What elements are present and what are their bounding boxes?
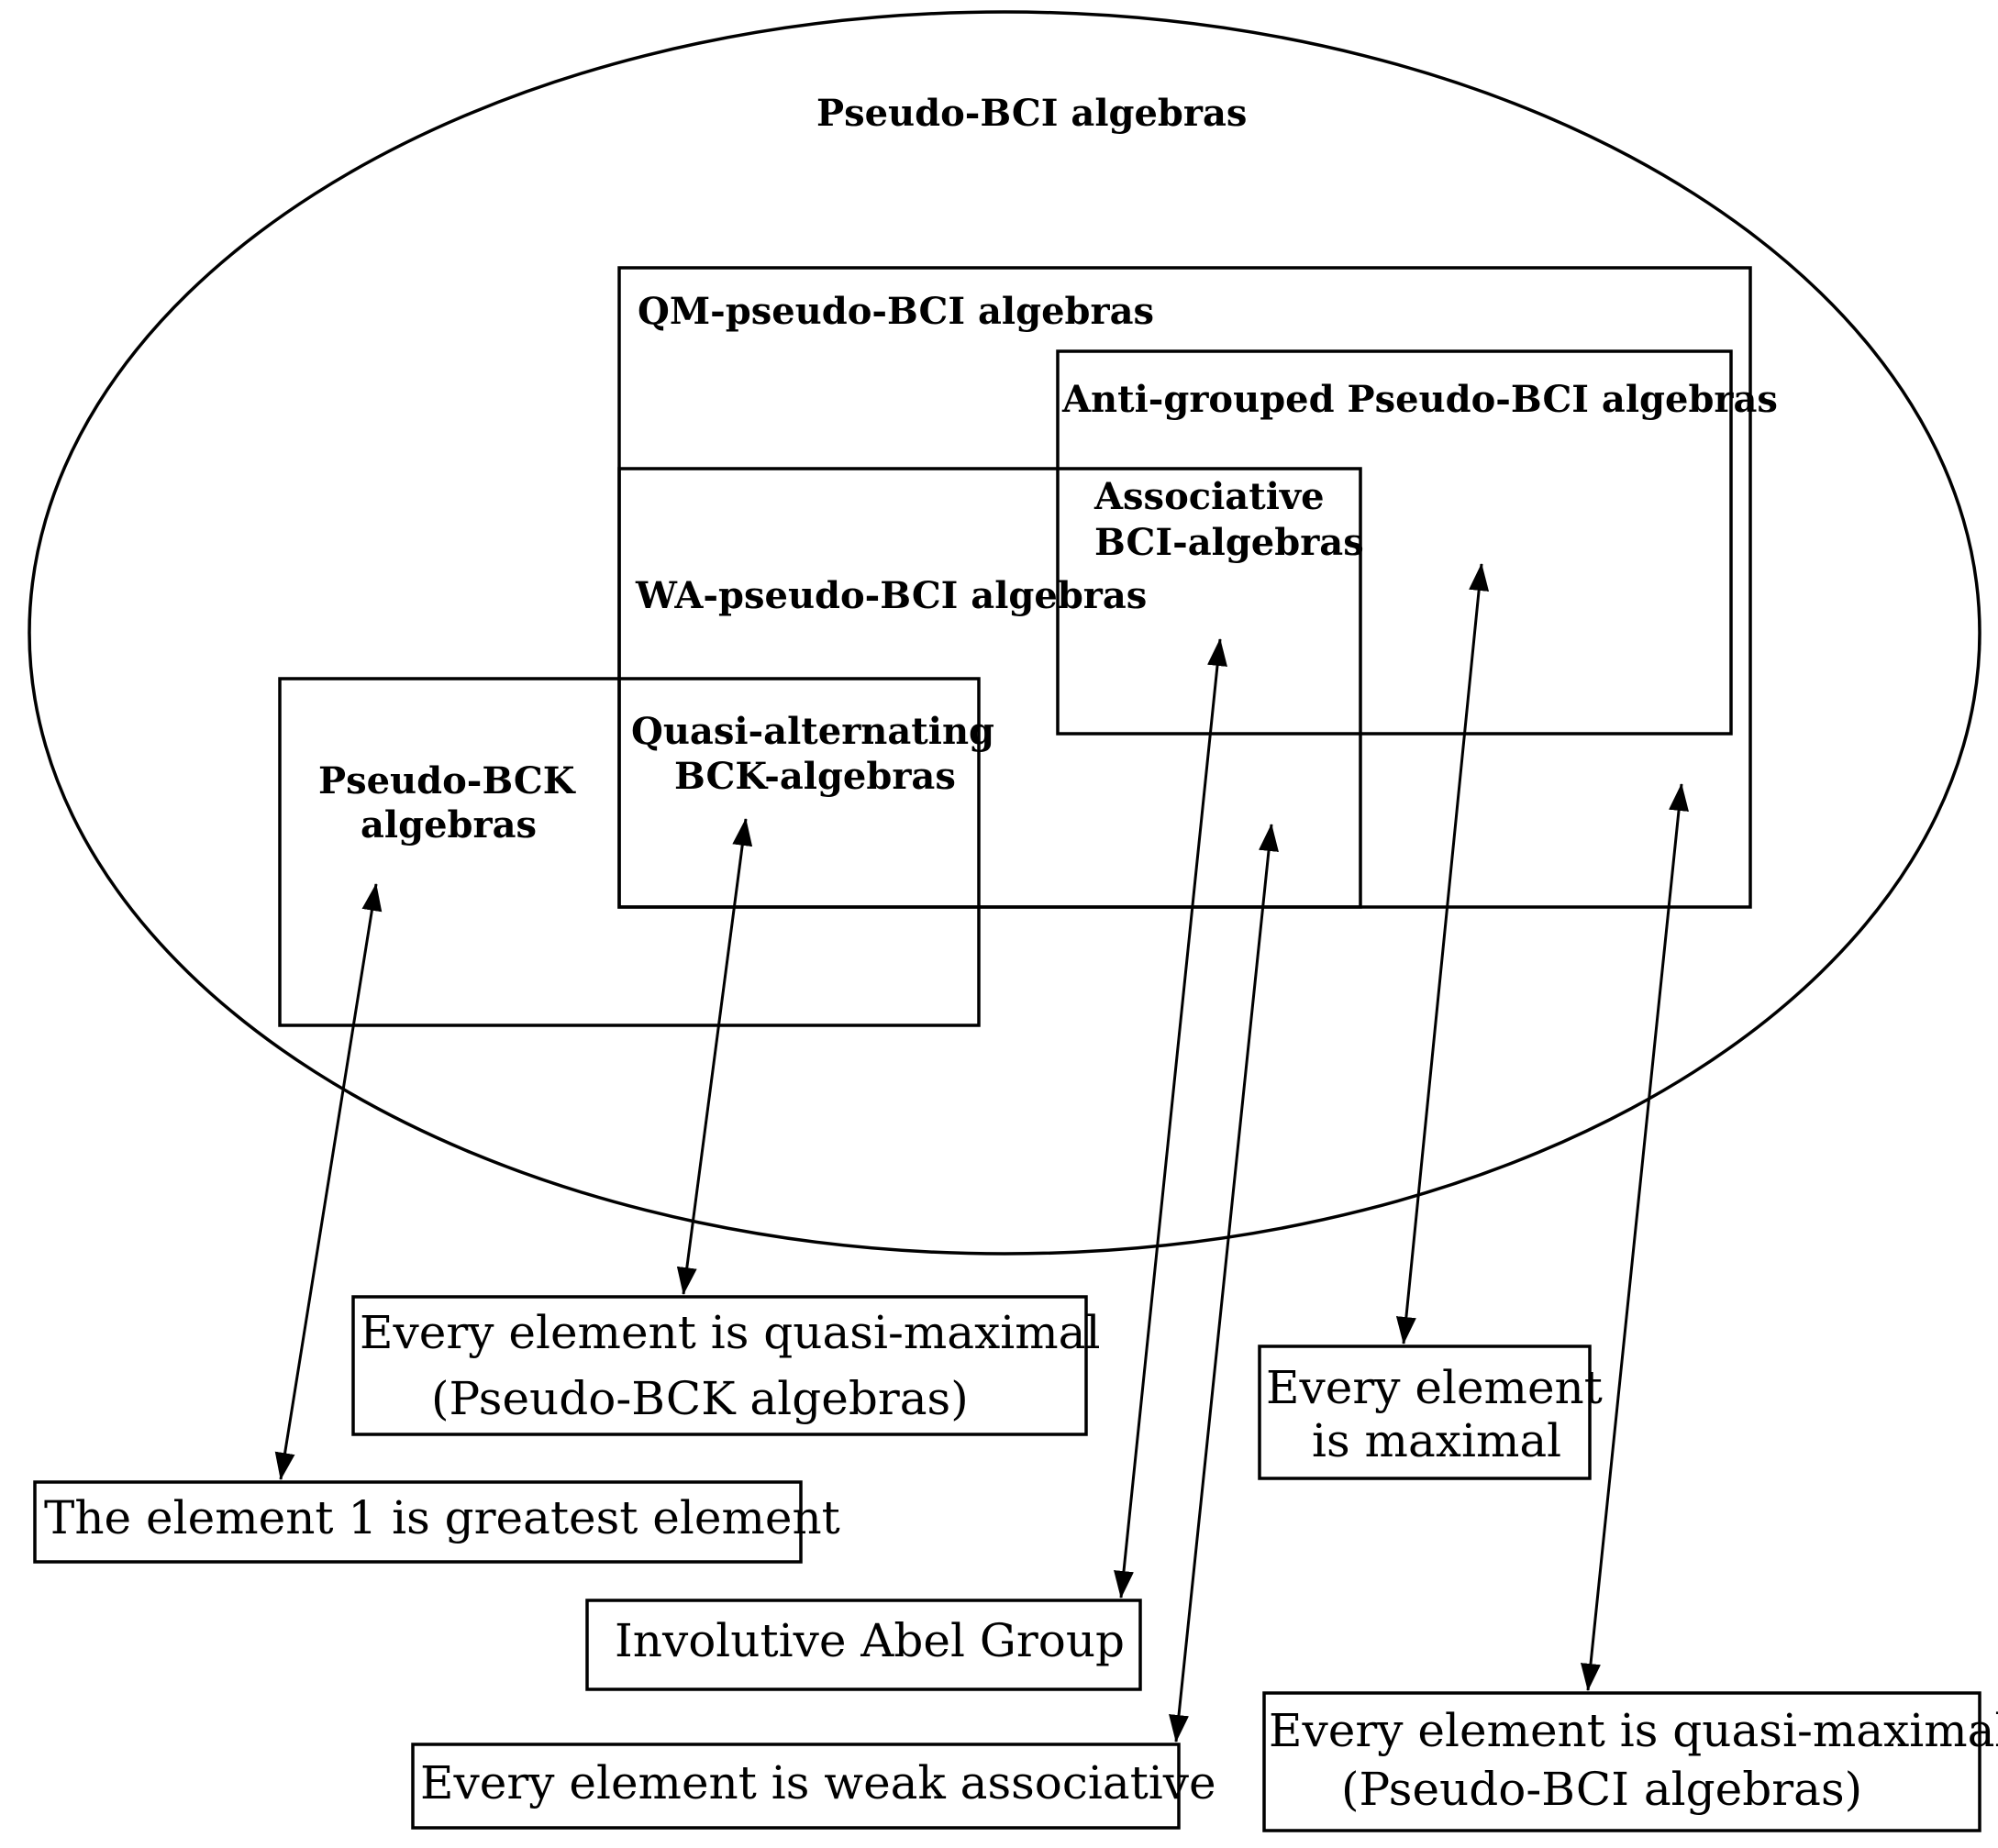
- weak-associative-box: [411, 1743, 1181, 1830]
- involutive-abel-text: Involutive Abel Group: [615, 1614, 1125, 1667]
- involutive-abel-box: [585, 1599, 1142, 1691]
- qm-pseudo-bci-label: QM-pseudo-BCI algebras: [638, 290, 1154, 333]
- quasi-maximal-bci-text-line1: Every element is quasi-maximal: [1269, 1704, 1998, 1757]
- quasi-maximal-bck-text-line1: Every element is quasi-maximal: [360, 1306, 1100, 1359]
- quasi-maximal-bck-text-line2: (Pseudo-BCK algebras): [431, 1372, 969, 1425]
- associative-bci-label-line2: BCI-algebras: [1094, 521, 1364, 564]
- quasi-alternating-bck-label-line2: BCK-algebras: [674, 755, 956, 798]
- greatest-element-box: [33, 1480, 803, 1564]
- weak-associative-text: Every element is weak associative: [420, 1756, 1216, 1809]
- anti-grouped-region: [1056, 349, 1733, 736]
- maximal-text-line2: is maximal: [1312, 1414, 1561, 1467]
- arrow-qm-pseudo-bci-to-quasi-maximal-bci: [1581, 783, 1689, 1691]
- anti-grouped-label: Anti-grouped Pseudo-BCI algebras: [1061, 378, 1778, 421]
- wa-pseudo-bci-region: [617, 467, 1362, 909]
- maximal-text-line1: Every element: [1266, 1361, 1603, 1414]
- pseudo-bck-region: [278, 677, 981, 1027]
- associative-bci-label-line1: Associative: [1093, 475, 1325, 518]
- arrow-pseudo-bck-to-greatest-element: [274, 883, 383, 1480]
- wa-pseudo-bci-label: WA-pseudo-BCI algebras: [635, 574, 1147, 617]
- arrow-anti-grouped-to-maximal: [1395, 563, 1490, 1345]
- pseudo-bck-label-line2: algebras: [361, 803, 537, 847]
- quasi-maximal-bci-text-line2: (Pseudo-BCI algebras): [1341, 1763, 1862, 1816]
- quasi-maximal-bci-box: [1262, 1691, 1981, 1832]
- pseudo-bci-region: [28, 10, 1981, 1256]
- arrow-wa-pseudo-bci-to-weak-associative: [1169, 824, 1279, 1743]
- pseudo-bci-label: Pseudo-BCI algebras: [816, 92, 1247, 135]
- quasi-alternating-bck-label-line1: Quasi-alternating: [631, 710, 994, 753]
- greatest-element-text: The element 1 is greatest element: [44, 1491, 840, 1544]
- arrow-quasi-alternating-to-quasi-maximal-bck: [676, 818, 753, 1295]
- pseudo-bck-label-line1: Pseudo-BCK: [318, 759, 576, 802]
